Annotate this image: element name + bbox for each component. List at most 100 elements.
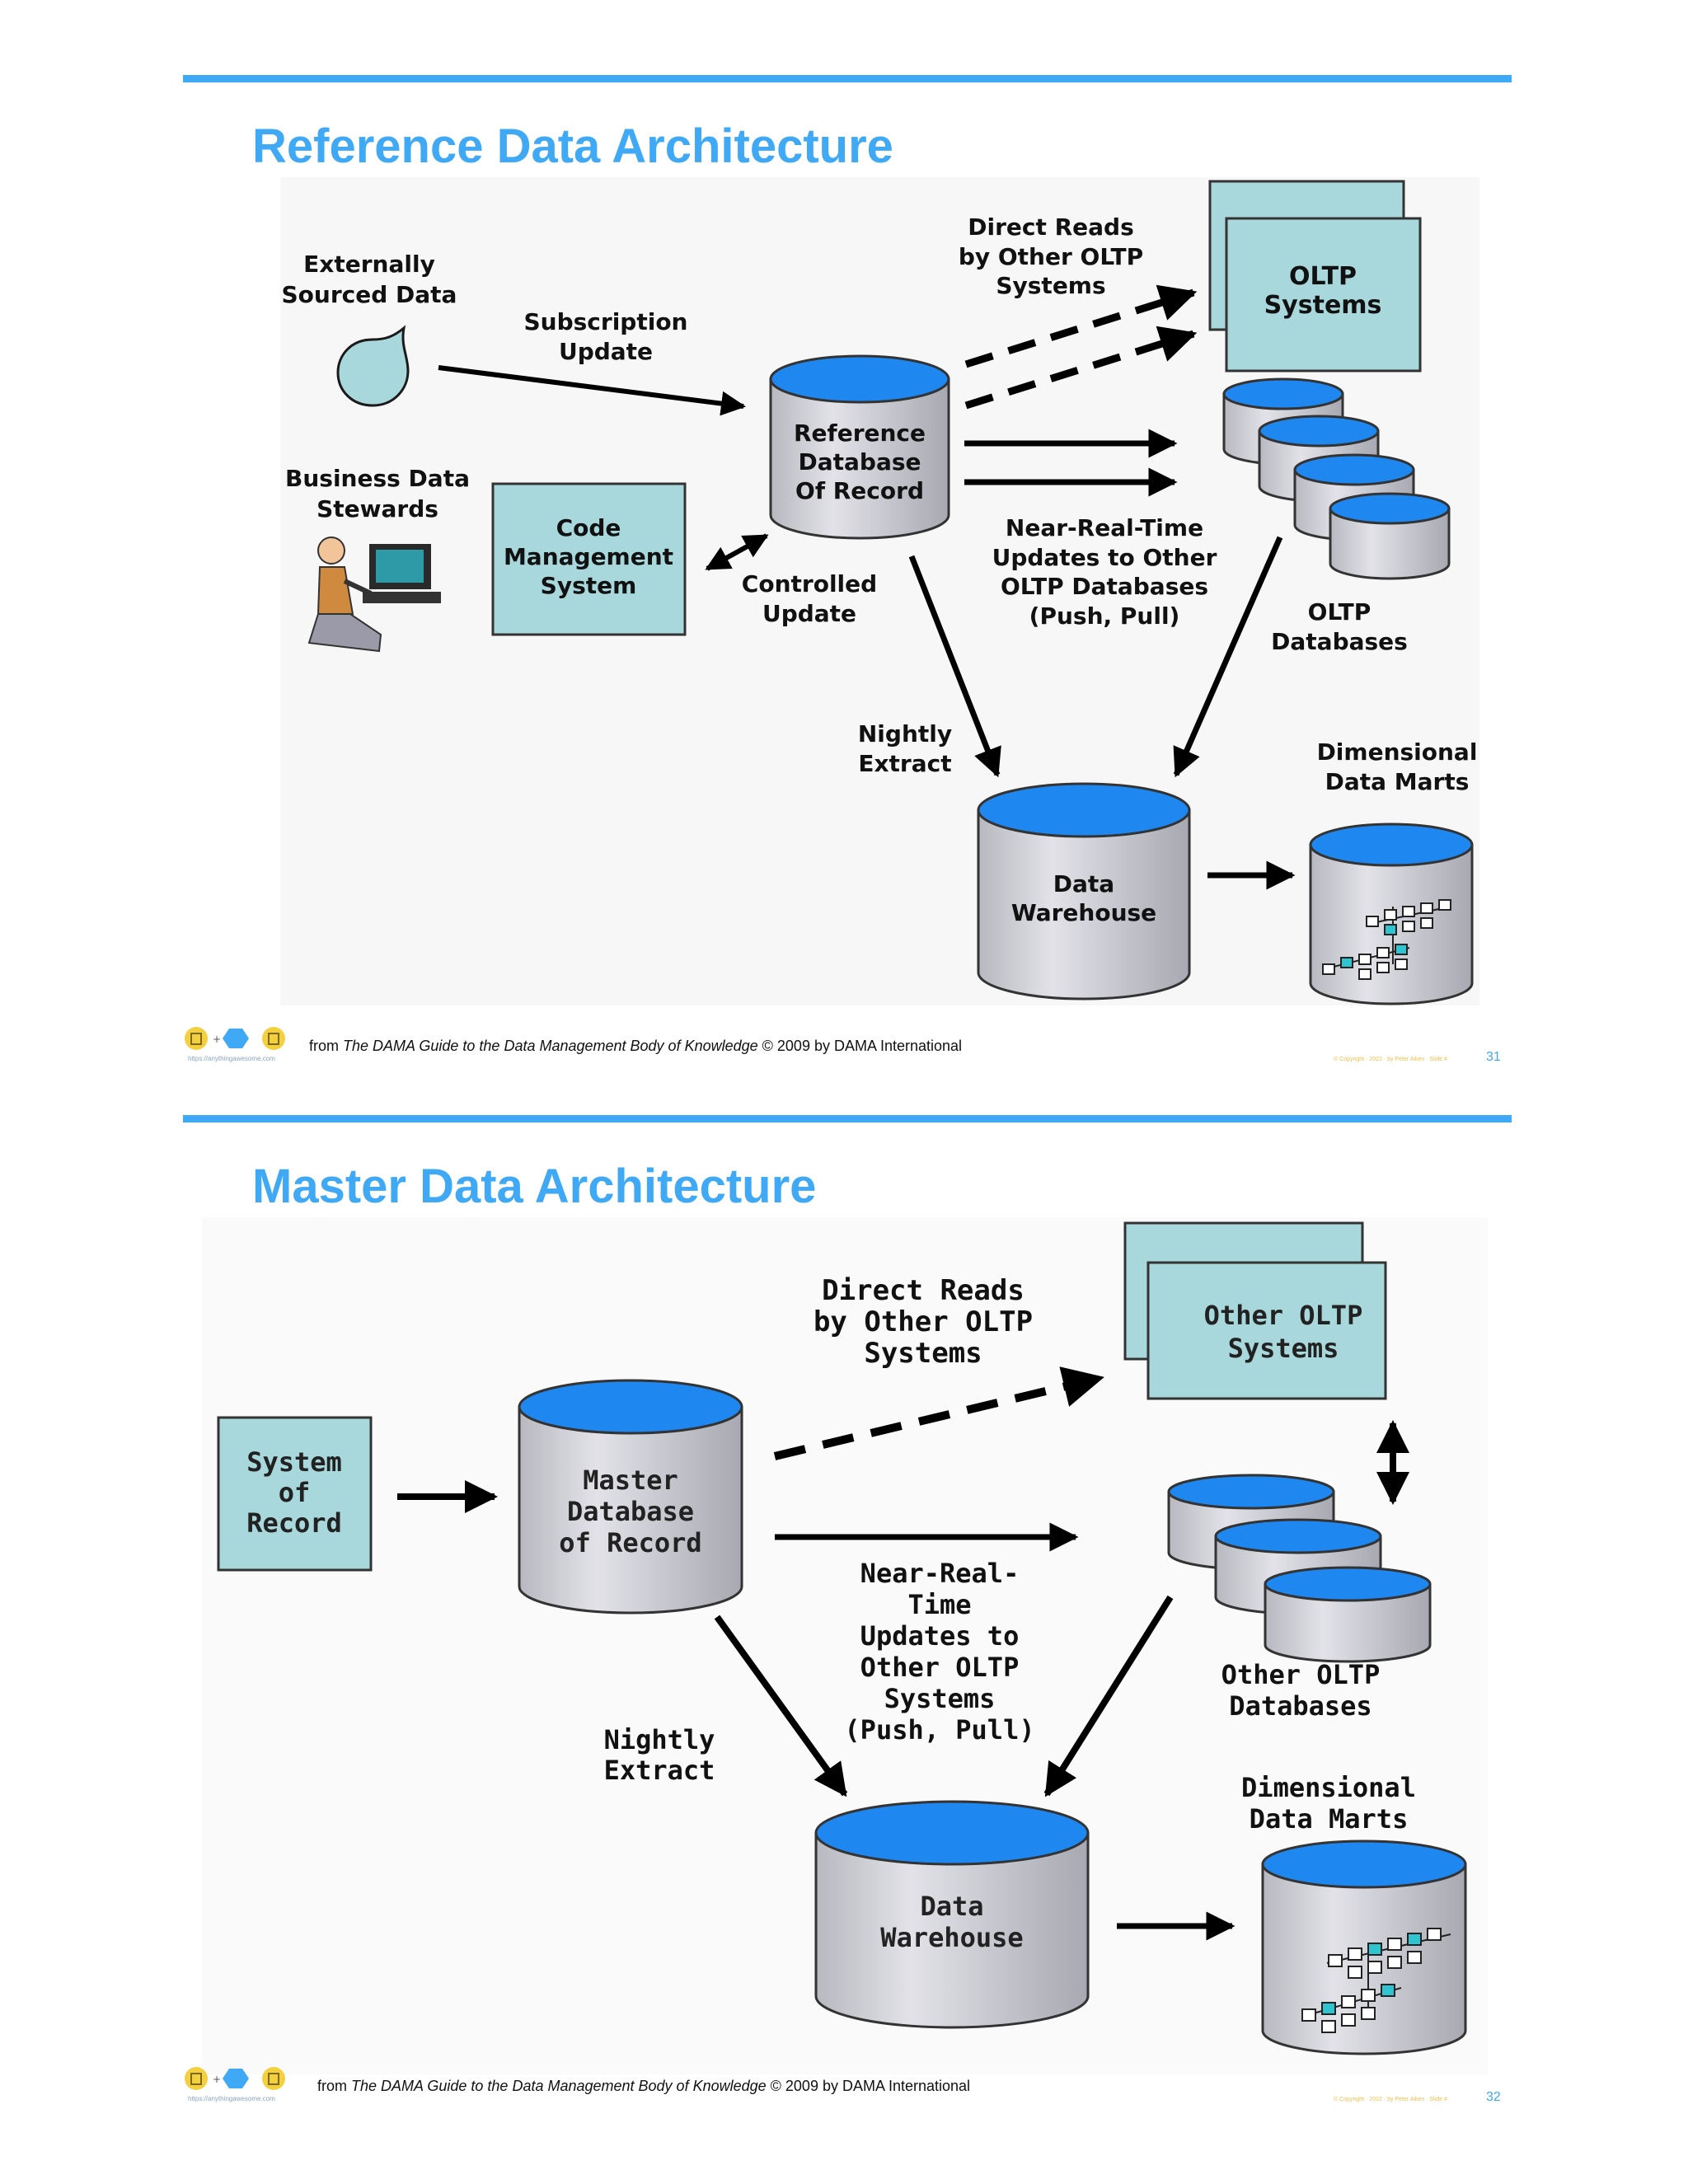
nrt-label-3: OLTP Databases [1001, 573, 1208, 600]
oltp-databases-label-1: OLTP [1308, 598, 1372, 626]
code-management-system-box [491, 482, 687, 636]
sor-label-1: System [246, 1446, 342, 1478]
master-database-cylinder [518, 1379, 743, 1615]
oltp-systems-box [1225, 217, 1422, 373]
oltp-to-warehouse-arrow [1043, 1595, 1174, 1797]
nrt-label-2: Updates to Other [992, 544, 1217, 571]
nrt-label-4: Other OLTP [860, 1652, 1020, 1683]
slide-master-data-architecture: Master Data Architecture Direct Reads by… [0, 1040, 1688, 2132]
anything-awesome-logo: + = [183, 1026, 287, 1054]
stewards-label-1: Business Data [285, 465, 470, 492]
logo-url: https://anythingawesome.com [188, 2095, 275, 2102]
subscription-label-1: Subscription [523, 308, 687, 335]
other-databases-label-2: Databases [1229, 1690, 1372, 1722]
master-db-label-2: Database [567, 1496, 694, 1527]
warehouse-label-1: Data [1053, 870, 1114, 898]
dimensional-data-marts-cylinder [1261, 1840, 1467, 2055]
copyright-note: © Copyright · 2022 · by Peter Aiken · Sl… [1334, 1057, 1447, 1062]
direct-reads-label-2: by Other OLTP [959, 243, 1143, 270]
subscription-arrow [438, 365, 746, 416]
controlled-update-arrow [705, 533, 769, 571]
steward-at-computer-icon [307, 537, 441, 653]
oltp-databases-stack [1222, 377, 1451, 580]
top-rule [183, 75, 1512, 82]
nrt-label-2: Time [907, 1589, 971, 1620]
other-oltp-databases-stack [1167, 1474, 1432, 1663]
direct-reads-arrow-1 [964, 284, 1198, 368]
direct-reads-arrow-2 [964, 326, 1198, 410]
controlled-label-1: Controlled [742, 570, 877, 598]
data-warehouse-cylinder [814, 1800, 1090, 2029]
warehouse-label-2: Warehouse [880, 1922, 1023, 1953]
marts-label-1: Dimensional [1317, 738, 1478, 766]
nightly-label-1: Nightly [604, 1724, 715, 1755]
other-oltp-systems-box [1146, 1261, 1387, 1400]
direct-reads-label-2: by Other OLTP [814, 1305, 1033, 1338]
direct-reads-arrow [773, 1366, 1104, 1460]
logo-url: https://anythingawesome.com [188, 1055, 275, 1062]
nightly-extract-arrow [714, 1615, 848, 1797]
direct-reads-label-3: Systems [996, 272, 1105, 299]
svg-text:+: + [213, 2074, 221, 2085]
oltp-to-warehouse-arrow [1173, 536, 1283, 778]
reference-db-label-3: Of Record [795, 477, 924, 504]
nightly-label-2: Extract [604, 1755, 715, 1786]
oltp-systems-label-1: OLTP [1289, 262, 1357, 291]
master-architecture-diagram: Direct Reads by Other OLTP Systems Other… [202, 1217, 1488, 2074]
slide-reference-data-architecture: Reference Data Architecture Externally S… [183, 75, 1512, 1064]
nrt-label-6: (Push, Pull) [844, 1714, 1034, 1746]
reference-architecture-diagram: Externally Sourced Data Subscription Upd… [281, 180, 1478, 1005]
nrt-label-5: Systems [884, 1683, 996, 1714]
page-number: 31 [1486, 1050, 1501, 1064]
data-warehouse-cylinder [977, 782, 1191, 1001]
anything-awesome-logo: + = [183, 2066, 287, 2094]
slide-title: Master Data Architecture [252, 1160, 817, 1213]
nightly-label-1: Nightly [858, 720, 952, 748]
sor-label-2: of [279, 1477, 311, 1508]
star-schema-icon [1322, 899, 1451, 980]
other-systems-label-1: Other OLTP [1204, 1300, 1363, 1331]
marts-label-2: Data Marts [1325, 768, 1470, 795]
nightly-label-2: Extract [858, 750, 951, 777]
other-databases-label-1: Other OLTP [1221, 1659, 1381, 1690]
source-citation: from The DAMA Guide to the Data Manageme… [317, 2078, 971, 2094]
svg-text:+: + [213, 1033, 221, 1045]
warehouse-label-1: Data [920, 1891, 983, 1922]
sor-label-3: Record [246, 1507, 342, 1539]
master-db-label-3: of Record [559, 1527, 701, 1558]
top-rule [183, 1115, 1512, 1122]
oltp-systems-label-2: Systems [1264, 291, 1382, 320]
oltp-databases-label-2: Databases [1271, 628, 1408, 655]
star-schema-icon [1301, 1928, 1451, 2033]
code-label-1: Code [556, 514, 621, 541]
warehouse-label-2: Warehouse [1011, 899, 1156, 926]
externally-sourced-label-2: Sourced Data [282, 281, 457, 308]
other-systems-label-2: Systems [1228, 1333, 1339, 1364]
source-citation: from The DAMA Guide to the Data Manageme… [309, 1038, 963, 1054]
marts-label-1: Dimensional [1241, 1772, 1416, 1803]
controlled-label-2: Update [762, 600, 856, 627]
reference-db-label-1: Reference [794, 419, 926, 447]
code-label-2: Management [504, 543, 673, 570]
nrt-label-4: (Push, Pull) [1029, 602, 1180, 630]
direct-reads-label-1: Direct Reads [968, 213, 1134, 241]
slide-title: Reference Data Architecture [252, 120, 893, 173]
nrt-label-1: Near-Real-Time [1006, 514, 1203, 541]
externally-sourced-label-1: Externally [303, 251, 435, 278]
page-number: 32 [1486, 2090, 1501, 2104]
reference-db-label-2: Database [798, 448, 921, 476]
master-db-label-1: Master [583, 1465, 678, 1496]
marts-label-2: Data Marts [1250, 1803, 1409, 1835]
system-of-record-box [217, 1416, 373, 1572]
direct-reads-label-1: Direct Reads [822, 1274, 1025, 1307]
nrt-label-3: Updates to [860, 1620, 1020, 1652]
subscription-label-2: Update [559, 338, 653, 365]
stewards-label-2: Stewards [316, 495, 438, 523]
code-label-3: System [541, 572, 637, 599]
copyright-note: © Copyright · 2022 · by Peter Aiken · Sl… [1334, 2097, 1447, 2102]
nrt-label-1: Near-Real- [860, 1558, 1020, 1589]
nightly-extract-arrow [908, 555, 1001, 778]
direct-reads-label-3: Systems [864, 1337, 982, 1370]
reference-database-cylinder [769, 354, 950, 540]
external-source-icon [336, 325, 410, 407]
